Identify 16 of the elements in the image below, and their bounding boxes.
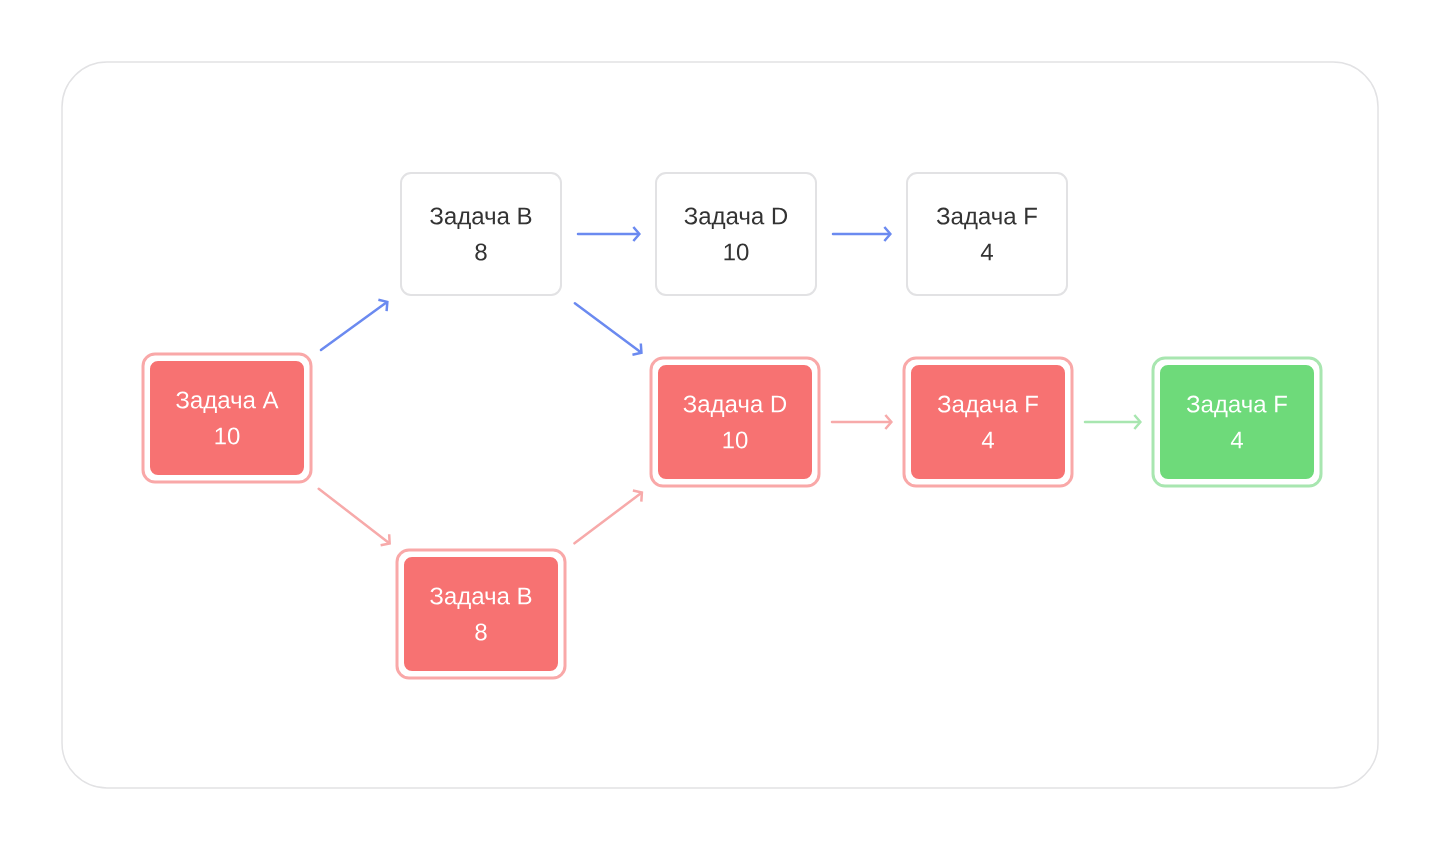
plain-task-box: Задача F 4 [906,172,1068,296]
critical-task-box: Задача A 10 [141,352,313,484]
critical-task-box: Задача B 8 [395,548,567,680]
arrow [576,226,641,242]
arrow [1083,414,1142,430]
arrow [831,226,892,242]
critical-task-box: Задача D 10 [649,356,821,488]
arrow [830,414,893,430]
arrow [319,298,389,352]
arrow [573,302,643,356]
final-task-box: Задача F 4 [1151,356,1323,488]
critical-task-box: Задача F 4 [902,356,1074,488]
plain-task-box: Задача D 10 [655,172,817,296]
plain-task-box: Задача B 8 [400,172,562,296]
arrow [573,489,644,545]
arrow [317,487,391,547]
